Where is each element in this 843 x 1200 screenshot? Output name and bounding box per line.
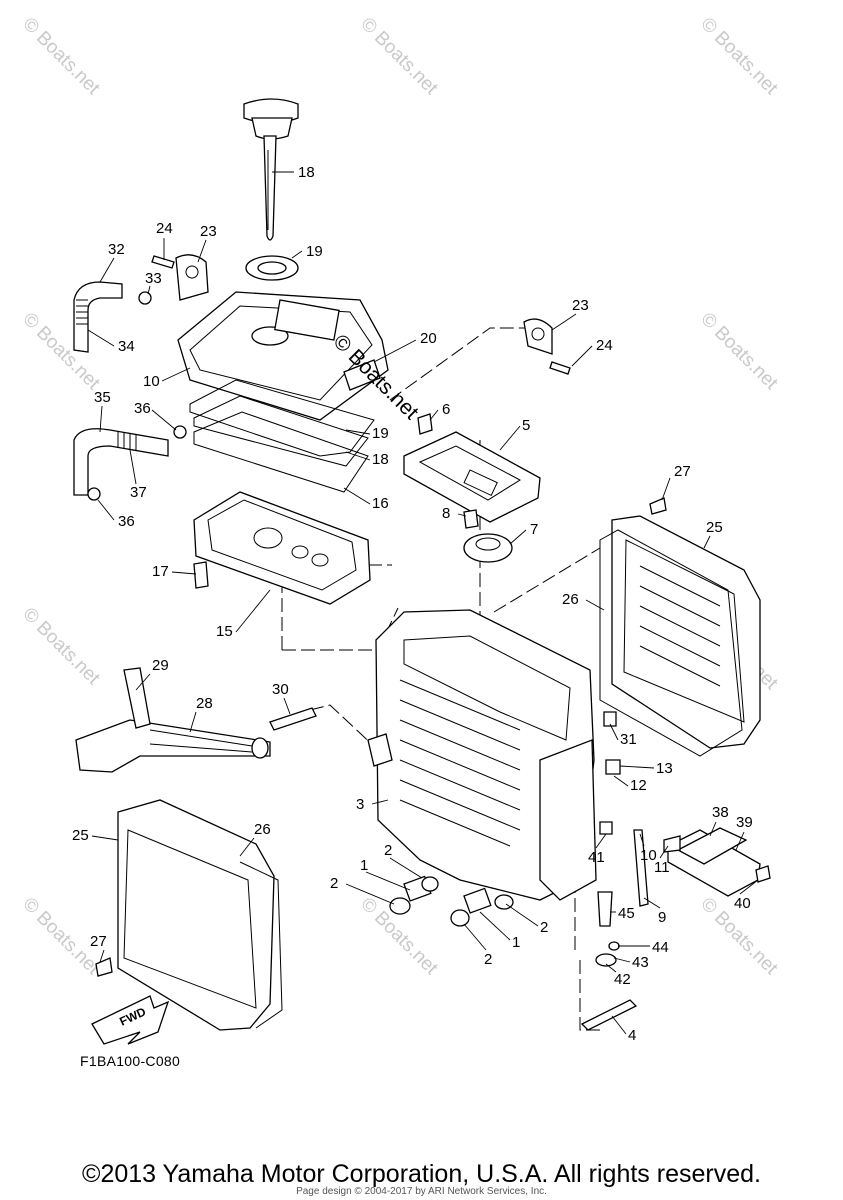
callout-19: 19: [372, 425, 389, 442]
callout-43: 43: [632, 954, 649, 971]
callout-34: 34: [118, 338, 135, 355]
callout-24: 24: [156, 220, 173, 237]
callout-36b: 36: [118, 513, 135, 530]
watermark-text: © Boats.net: [696, 14, 782, 100]
callout-9: 9: [658, 909, 666, 926]
callout-21: 18: [298, 164, 315, 181]
side-cover-left: [117, 799, 283, 1031]
callout-32: 32: [108, 241, 125, 258]
callout-45: 45: [618, 905, 635, 922]
callout-44: 44: [652, 939, 669, 956]
callout-38: 38: [712, 804, 729, 821]
hanger-arm: [75, 667, 317, 773]
callout-27: 27: [674, 463, 691, 480]
callout-1a: 1: [360, 857, 368, 874]
callout-4: 4: [628, 1027, 636, 1044]
callout-35: 35: [94, 389, 111, 406]
callout-29: 29: [152, 657, 169, 674]
leader-lines: [87, 171, 759, 1035]
seal-ring: [245, 255, 299, 281]
callout-31: 31: [620, 731, 637, 748]
callout-20: 20: [420, 330, 437, 347]
callout-25b: 25: [72, 827, 89, 844]
callout-39: 39: [736, 814, 753, 831]
callout-42: 42: [614, 971, 631, 988]
callout-23: 23: [200, 223, 217, 240]
watermark-text: © Boats.net: [18, 309, 104, 395]
diagram-code: F1BA100-C080: [80, 1053, 181, 1069]
callout-12: 12: [630, 777, 647, 794]
callout-37: 37: [130, 484, 147, 501]
callout-40: 40: [734, 895, 751, 912]
callout-22: 19: [306, 243, 323, 260]
fwd-arrow: FWD: [91, 995, 170, 1045]
cover-small: [463, 533, 513, 563]
head-cover-gaskets: [189, 379, 375, 493]
side-cover-right: [599, 515, 761, 757]
bolts-small: [193, 413, 479, 589]
callout-2a: 2: [384, 842, 392, 859]
callout-2c: 2: [540, 919, 548, 936]
copyright-notice: ©2013 Yamaha Motor Corporation, U.S.A. A…: [82, 1160, 761, 1188]
callout-13: 13: [656, 760, 673, 777]
hanger-bracket-left: [151, 254, 209, 301]
callout-18: 18: [372, 451, 389, 468]
callout-6: 6: [442, 401, 450, 418]
callout-2d: 2: [484, 951, 492, 968]
callout-24b: 24: [596, 337, 613, 354]
cylinder-head: [367, 609, 597, 901]
callout-2b: 2: [330, 875, 338, 892]
callout-27b: 27: [90, 933, 107, 950]
callout-25: 25: [706, 519, 723, 536]
page-design-credit: Page design © 2004-2017 by ARI Network S…: [296, 1186, 547, 1197]
oil-filler-cap: [243, 98, 299, 241]
callout-28: 28: [196, 695, 213, 712]
callout-36: 36: [134, 400, 151, 417]
callout-3: 3: [356, 796, 364, 813]
callout-10: 10: [640, 847, 657, 864]
head-cover: [177, 291, 389, 421]
callout-41: 41: [588, 849, 605, 866]
oil-pan-cover: [193, 491, 371, 605]
callout-26: 26: [562, 591, 579, 608]
callout-26b: 26: [254, 821, 271, 838]
callout-8: 8: [442, 505, 450, 522]
watermark-text: © Boats.net: [696, 309, 782, 395]
plate: [403, 431, 541, 523]
callout-23b: 23: [572, 297, 589, 314]
callout-16: 16: [372, 495, 389, 512]
watermark-text: © Boats.net: [18, 604, 104, 690]
callout-1b: 1: [512, 934, 520, 951]
callout-14: 10: [143, 373, 160, 390]
breather-hoses: [73, 281, 187, 501]
watermark-text: © Boats.net: [18, 14, 104, 100]
hanger-bracket-right: [523, 318, 571, 375]
bolts-27: [95, 497, 667, 977]
callout-11: 11: [654, 859, 670, 876]
callout-5: 5: [522, 417, 530, 434]
callout-33: 33: [145, 270, 162, 287]
callout-30: 30: [272, 681, 289, 698]
callout-7: 7: [530, 521, 538, 538]
callout-17: 17: [152, 563, 169, 580]
callout-15: 15: [216, 623, 233, 640]
callout-labels: 18 19 23 24 32 33 34 10 20 23 24 35 36 1…: [72, 164, 753, 1044]
small-parts-right: [580, 711, 771, 1031]
watermark-text: © Boats.net: [356, 14, 442, 100]
